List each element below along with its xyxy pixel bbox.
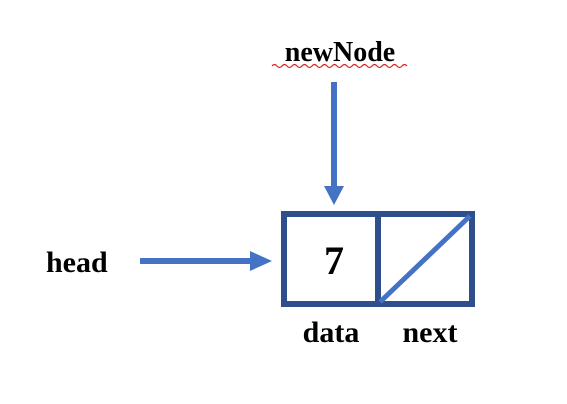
new-node-label: newNode [285, 37, 395, 68]
spellcheck-underline [271, 63, 408, 69]
node-data-cell [281, 211, 381, 307]
new-node-arrow-head [324, 186, 344, 205]
head-arrow-head [250, 251, 272, 271]
null-pointer-slash [378, 214, 472, 304]
data-field-label: data [303, 316, 360, 349]
head-label: head [46, 246, 108, 279]
next-field-label: next [403, 316, 458, 349]
node-data-value: 7 [324, 238, 344, 283]
